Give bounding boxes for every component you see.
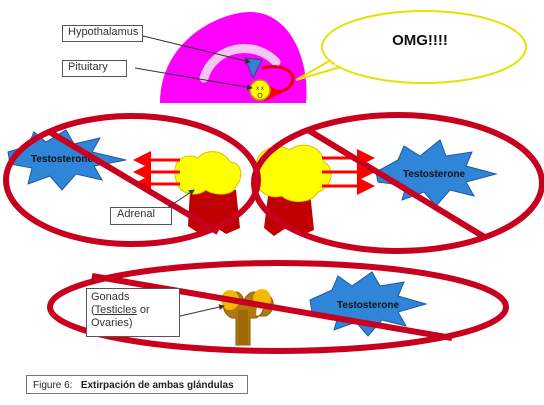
pituitary-label: Pituitary <box>62 60 127 77</box>
adrenal-label-text: Adrenal <box>117 208 155 220</box>
pituitary-eyes: x x <box>256 86 264 92</box>
gonads-label-line-3: Ovaries) <box>91 317 133 329</box>
hypothalamus-label-text: Hypothalamus <box>68 26 139 38</box>
speech-bubble-text: OMG!!!! <box>392 32 448 49</box>
left-prohibition-sign <box>3 113 261 247</box>
caption-title: Extirpación de ambas glándulas <box>80 380 234 391</box>
adrenal-pointer <box>163 189 195 211</box>
right-testosterone-label: Testosterone <box>403 169 465 180</box>
adrenal-label: Adrenal <box>110 207 172 225</box>
right-kidney <box>264 192 314 236</box>
left-adrenal-gland <box>174 151 242 195</box>
gonads-label-line-1: Gonads <box>91 291 130 303</box>
gonads-testicles-text: Testicles <box>94 304 137 316</box>
right-adrenal-gland <box>255 144 332 202</box>
gonads-open-paren: ( <box>91 304 95 316</box>
gonads-stalk <box>238 310 248 344</box>
pituitary-pointer <box>134 67 253 91</box>
bottom-testosterone-label: Testosterone <box>337 300 399 311</box>
hypothalamus-label: Hypothalamus <box>62 25 143 42</box>
left-testosterone-label: Testosterone <box>31 154 93 165</box>
feedback-loop-arrow <box>261 65 295 102</box>
speech-bubble <box>321 10 527 84</box>
bottom-prohibition-sign <box>47 260 509 354</box>
gonads-label: Gonads (Testicles or Ovaries) <box>86 288 180 337</box>
brain-inner-arc <box>199 44 281 83</box>
gonads-or-text: or <box>136 304 150 316</box>
pituitary-label-text: Pituitary <box>68 61 108 73</box>
gonads-label-line-2: (Testicles or <box>91 304 175 317</box>
gonads-pointer <box>179 304 225 317</box>
left-testosterone-star <box>7 129 127 191</box>
hypothalamus-pointer <box>134 33 251 64</box>
caption-figure-label: Figure 6: <box>33 380 73 391</box>
pituitary-mouth: O <box>257 93 263 100</box>
right-prohibition-sign <box>251 112 544 254</box>
figure-caption: Figure 6: Extirpación de ambas glándulas <box>26 375 248 394</box>
